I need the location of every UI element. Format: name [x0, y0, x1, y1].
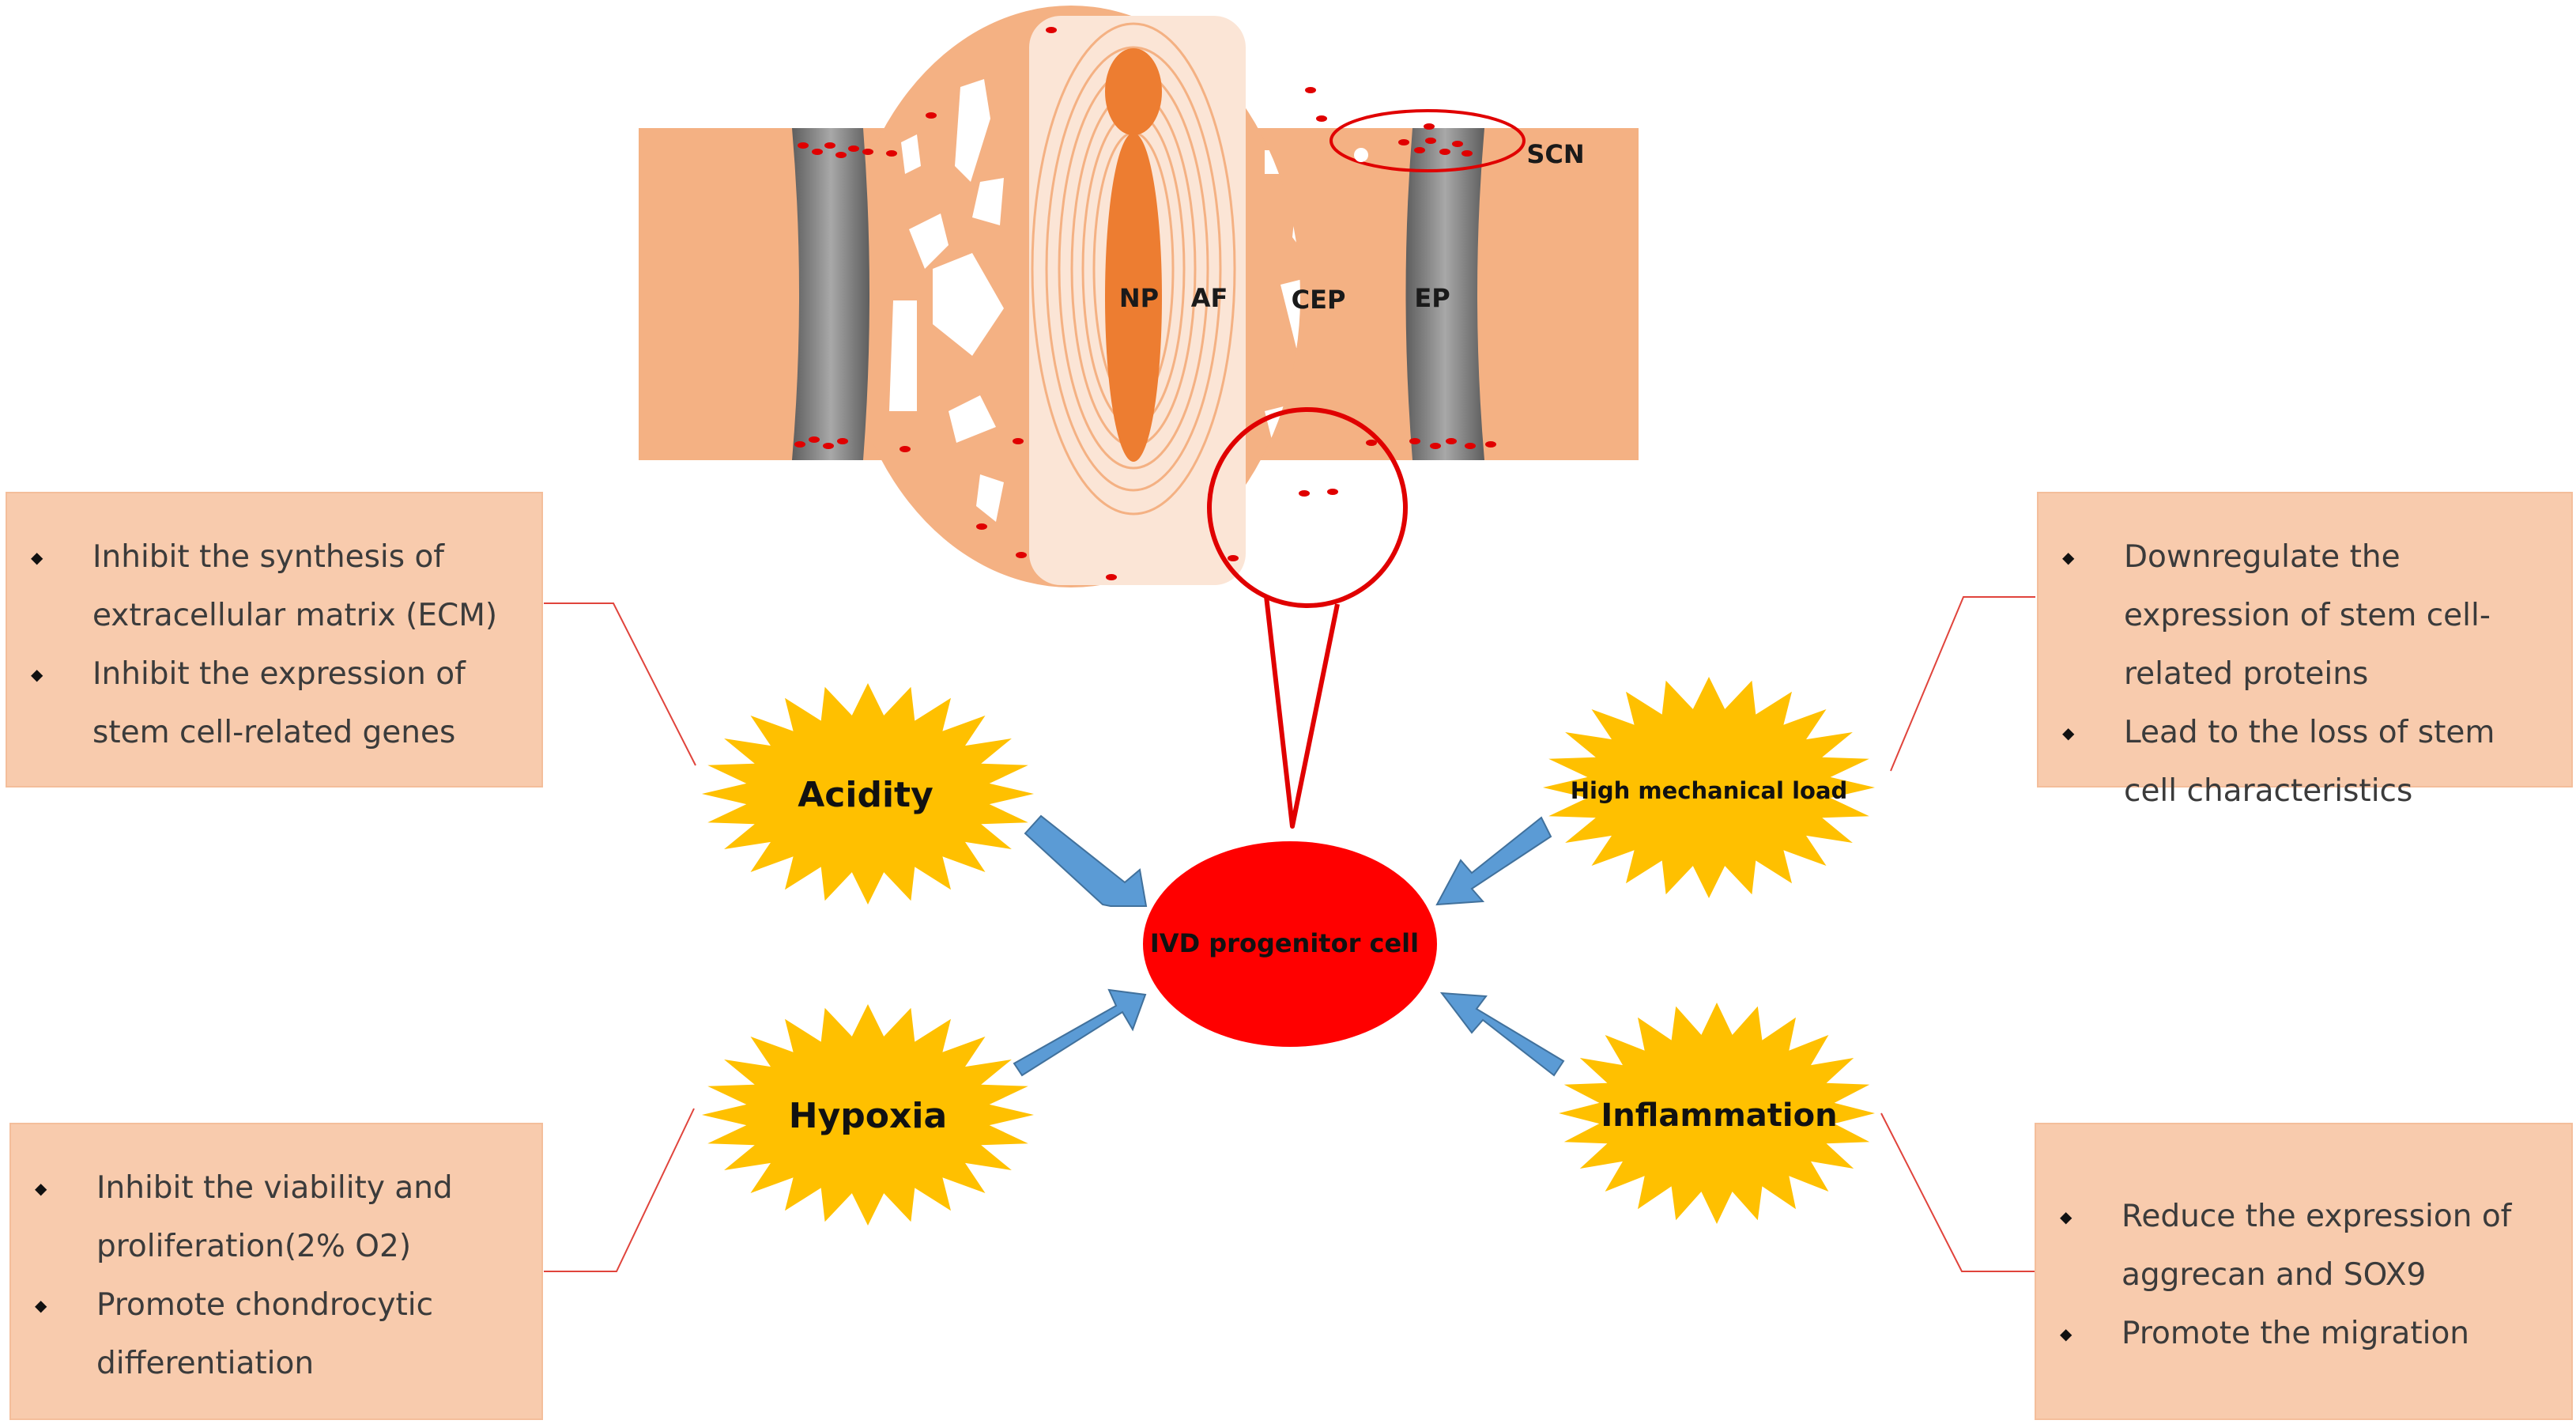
scn-white-cell	[1354, 148, 1368, 162]
endplate-left	[792, 128, 869, 460]
acidity-effects-box: Inhibit the synthesis of extracellular m…	[6, 492, 543, 788]
factor-hypoxia: Hypoxia	[789, 1096, 947, 1136]
box-connectors	[544, 596, 2035, 1272]
inflammation-effect-2: Promote the migration	[2060, 1305, 2548, 1363]
inflammation-effect-1: Reduce the expression of aggrecan and SO…	[2060, 1188, 2548, 1305]
endplate-right	[1405, 128, 1484, 460]
arrows	[1013, 814, 1565, 1077]
scn-highlight-circle	[1329, 109, 1526, 172]
acidity-starburst	[702, 683, 1034, 905]
nucleus-pulposus-head	[1105, 48, 1162, 135]
factor-acidity: Acidity	[798, 775, 933, 815]
factor-stars	[702, 677, 1875, 1226]
nucleus-pulposus	[1105, 133, 1162, 462]
progenitor-cell	[1143, 841, 1437, 1047]
callout-pointer	[1207, 407, 1408, 829]
mechanical-effect-2: Lead to the loss of stem cell characteri…	[2062, 704, 2548, 821]
label-cep: CEP	[1292, 285, 1346, 315]
hypoxia-effects-box: Inhibit the viability and proliferation(…	[9, 1123, 543, 1420]
arrow-mechanical	[1435, 816, 1552, 906]
acidity-effect-1: Inhibit the synthesis of extracellular m…	[31, 528, 518, 645]
arrow-inflammation	[1439, 992, 1565, 1077]
stem-cell-dots	[794, 27, 1496, 580]
hypoxia-starburst	[702, 1004, 1034, 1226]
progenitor-cell-label: IVD progenitor cell	[1150, 928, 1419, 958]
mechanical-starburst	[1543, 677, 1875, 898]
mechanical-effect-1: Downregulate the expression of stem cell…	[2062, 528, 2548, 704]
acidity-effect-2: Inhibit the expression of stem cell-rela…	[31, 645, 518, 762]
mechanical-effects-box: Downregulate the expression of stem cell…	[2037, 492, 2573, 809]
disc-illustration: NP AF CEP EP SCN	[639, 6, 1639, 587]
inflammation-starburst	[1559, 1003, 1875, 1224]
hypoxia-effect-1: Inhibit the viability and proliferation(…	[35, 1159, 518, 1276]
inflammation-effects-box: Reduce the expression of aggrecan and SO…	[2035, 1123, 2573, 1420]
hypoxia-effect-2: Promote chondrocytic differentiation	[35, 1276, 518, 1393]
factor-mechanical: High mechanical load	[1571, 777, 1848, 804]
arrow-hypoxia	[1013, 988, 1147, 1077]
arrow-acidity	[1024, 814, 1148, 907]
label-af: AF	[1191, 283, 1228, 313]
label-scn: SCN	[1526, 139, 1584, 169]
label-np: NP	[1119, 283, 1159, 313]
factor-inflammation: Inflammation	[1601, 1097, 1837, 1134]
label-ep: EP	[1414, 283, 1450, 313]
